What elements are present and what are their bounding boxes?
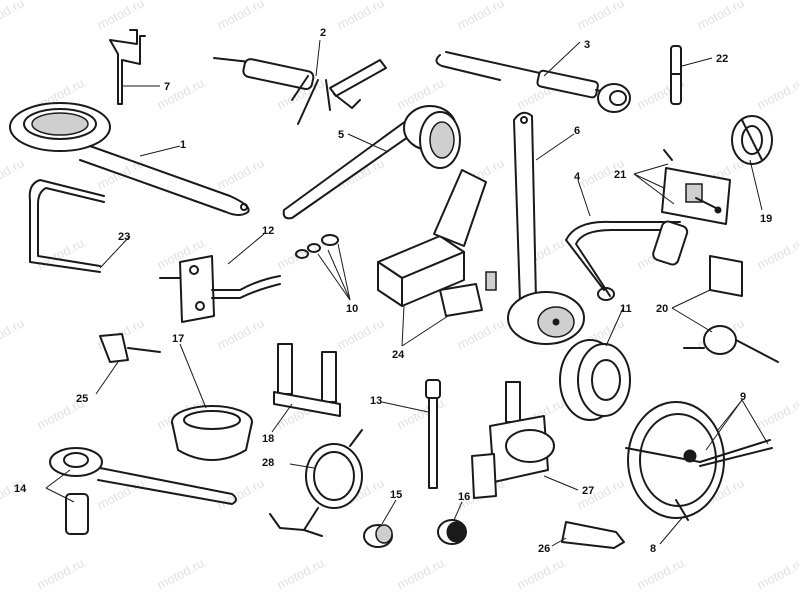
tool-6-pin-spanner	[507, 111, 585, 345]
watermark-text: motod.ru	[754, 235, 799, 272]
callout-4: 4	[574, 171, 581, 183]
tool-18-fork-gauge	[273, 343, 341, 417]
watermark-text: motod.ru	[0, 0, 27, 33]
tool-23-bent-rod	[28, 179, 105, 273]
callout-14: 14	[14, 483, 27, 495]
watermark-text: motod.ru	[274, 235, 326, 272]
tool-26-cone-insert	[561, 521, 625, 549]
callout-10: 10	[346, 303, 358, 315]
watermark-text: motod.ru	[334, 0, 386, 33]
callout-6: 6	[574, 125, 580, 137]
watermark-text: motod.ru	[154, 555, 206, 592]
callout-18: 18	[262, 433, 274, 445]
callout-22: 22	[716, 53, 728, 65]
watermark-text: motod.ru	[214, 475, 266, 512]
tool-9-degree-wheel	[625, 401, 773, 521]
watermark-text: motod.ru	[754, 555, 799, 592]
callout-12: 12	[262, 225, 274, 237]
tool-5-hook-wrench	[282, 105, 461, 220]
callout-1: 1	[180, 139, 186, 151]
tool-16-knurled-cap	[437, 519, 467, 545]
watermark-text: motod.ru	[334, 315, 386, 352]
watermark-text: motod.ru	[394, 395, 446, 432]
callout-13: 13	[370, 395, 382, 407]
tool-20-plate-bracket	[683, 255, 779, 363]
watermark-text: motod.ru	[454, 0, 506, 33]
tool-28-dial-indicator	[269, 429, 363, 537]
callout-19: 19	[760, 213, 772, 225]
tool-25-clamp	[99, 333, 161, 363]
watermark-text: motod.ru	[214, 0, 266, 33]
callout-26: 26	[538, 543, 550, 555]
tool-3-slide-hammer	[435, 51, 631, 113]
tool-13-drift	[425, 379, 441, 489]
tool-15-knurled-cap	[363, 524, 393, 548]
callout-17: 17	[172, 333, 184, 345]
tool-24-box-fixture	[377, 169, 497, 317]
watermark-text: motod.ru	[754, 75, 799, 112]
watermark-text: motod.ru	[334, 155, 386, 192]
tool-21-plate	[661, 149, 731, 225]
callout-8: 8	[650, 543, 656, 555]
tool-2-puller	[213, 57, 387, 125]
callout-11: 11	[620, 303, 632, 315]
callout-15: 15	[390, 489, 402, 501]
callout-20: 20	[656, 303, 668, 315]
tool-12-puller	[159, 255, 281, 323]
watermark-text: motod.ru	[454, 315, 506, 352]
callout-5: 5	[338, 129, 344, 141]
callout-28: 28	[262, 457, 274, 469]
callout-7: 7	[164, 81, 170, 93]
leader-lines	[45, 39, 769, 547]
watermark-text: motod.ru	[394, 555, 446, 592]
watermark-text: motod.ru	[754, 395, 799, 432]
tool-19-split-sleeve	[731, 115, 773, 165]
callout-16: 16	[458, 491, 470, 503]
tool-1-ring-spanner	[9, 102, 250, 216]
tool-22-dowel-pin	[670, 45, 682, 105]
tool-27-holder	[471, 381, 555, 499]
callout-21: 21	[614, 169, 626, 181]
callout-27: 27	[582, 485, 594, 497]
callout-2: 2	[320, 27, 326, 39]
watermark-text: motod.ru	[154, 75, 206, 112]
tool-11-ring	[559, 339, 631, 421]
tool-7-bent-pin	[109, 29, 146, 105]
watermark-text: motod.ru	[214, 315, 266, 352]
callout-3: 3	[584, 39, 590, 51]
tool-10-circlips	[295, 234, 339, 259]
callout-25: 25	[76, 393, 88, 405]
watermark-text: motod.ru	[0, 315, 27, 352]
tool-4-cranked-bar	[565, 220, 689, 301]
watermark-text: motod.ru	[34, 555, 86, 592]
tool-17-socket-cup	[171, 405, 253, 461]
callout-23: 23	[118, 231, 130, 243]
callout-24: 24	[392, 349, 405, 361]
watermark-text: motod.ru	[634, 555, 686, 592]
watermark-text: motod.ru	[274, 555, 326, 592]
watermark-text: motod.ru	[214, 155, 266, 192]
watermark-text: motod.ru	[0, 155, 27, 192]
watermark-text: motod.ru	[694, 0, 746, 33]
callout-labels: 1 2 3 4 5 6 7 8 9 10 11 12 13 14 15 16 1…	[14, 27, 772, 555]
watermark-text: motod.ru	[94, 0, 146, 33]
callout-9: 9	[740, 391, 746, 403]
watermark-text: motod.ru	[514, 555, 566, 592]
tool-14-socket-handle	[49, 447, 237, 535]
watermark-text: motod.ru	[574, 0, 626, 33]
